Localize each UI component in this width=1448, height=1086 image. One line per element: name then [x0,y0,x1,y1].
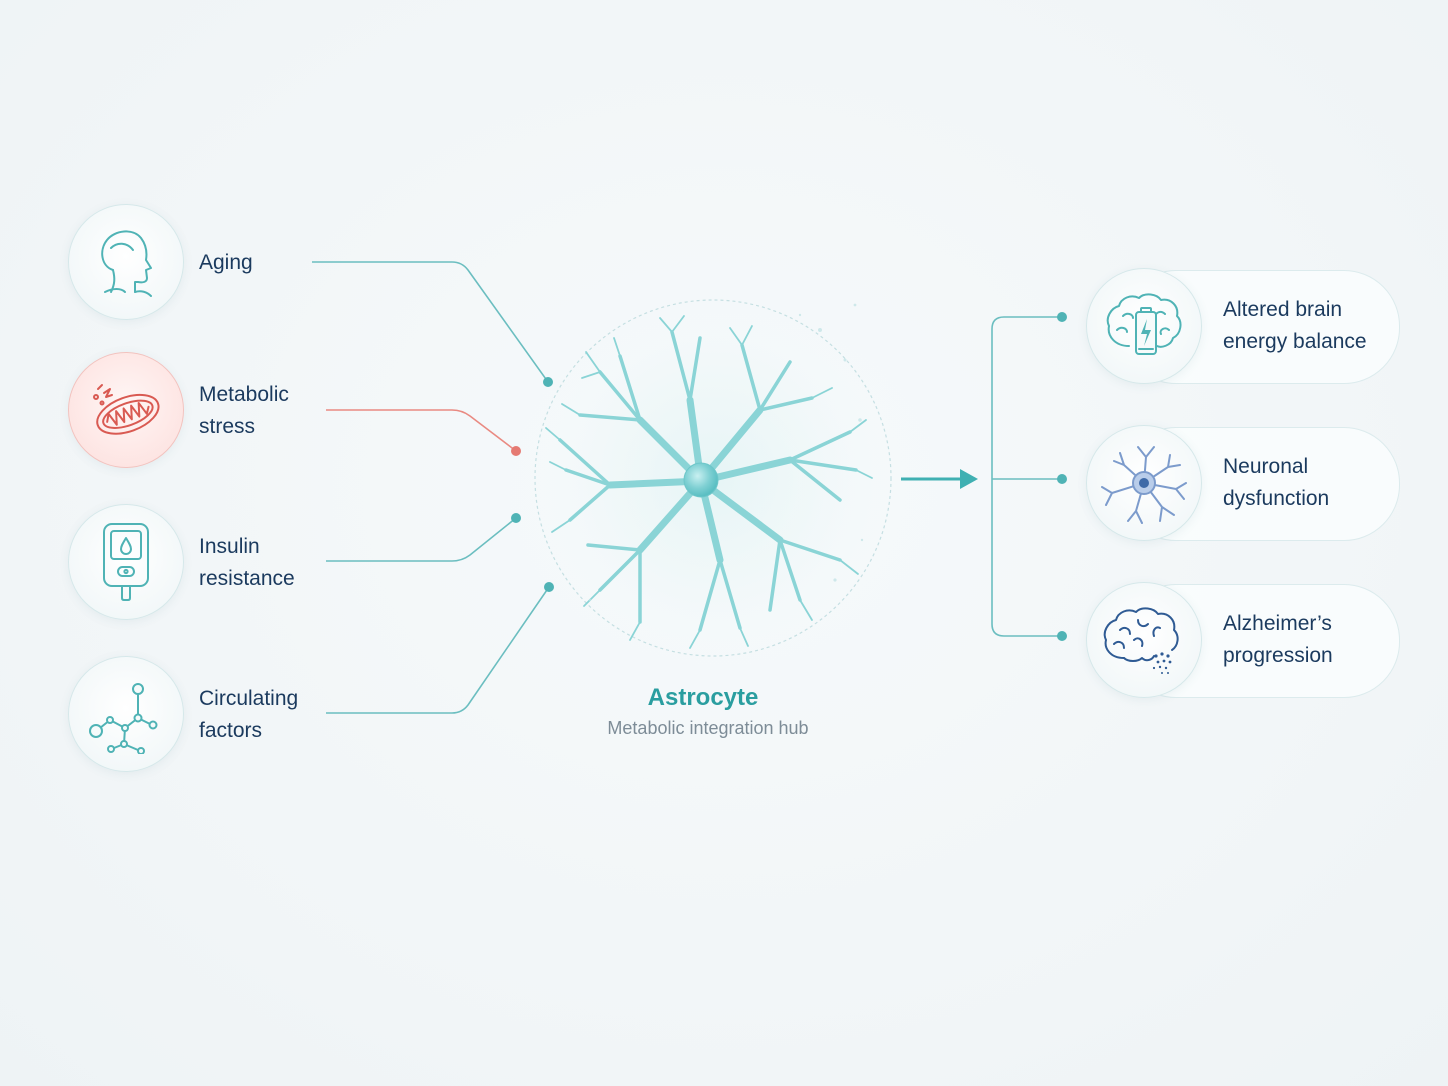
input-label-line1: Insulin [199,535,260,558]
input-label-line1: Circulating [199,687,299,710]
output-label-line1: Alzheimer’s [1223,612,1332,635]
output-label-line2: energy balance [1223,330,1367,353]
output-label: Neuronal dysfunction [1223,451,1393,515]
input-icon-circle [68,504,184,620]
hub-speckles [588,303,864,602]
input-icon-circle [68,352,184,468]
head-profile-icon [101,230,152,297]
input-connector-circulating-factors [326,582,554,714]
output-label-line2: progression [1223,644,1333,667]
molecule-icon [89,683,158,754]
brain-battery-icon [1106,293,1182,355]
input-label-line2: resistance [199,567,295,590]
astrocyte-cell-icon [545,315,873,649]
input-connector-insulin-resistance [326,513,521,562]
input-label: Circulating factors [199,683,329,747]
output-icon-circle [1086,425,1202,541]
input-label-line1: Aging [199,251,253,274]
astrocyte-nucleus [683,462,719,498]
input-label: Insulin resistance [199,531,329,595]
output-label: Altered brain energy balance [1223,294,1393,358]
output-label-line1: Neuronal [1223,455,1309,478]
input-label-line2: factors [199,719,263,742]
output-icon-circle [1086,268,1202,384]
neuron-icon [1101,446,1187,524]
astrocyte-hub [534,299,892,657]
output-item-alzheimers-progression: Alzheimer’s progression [1084,582,1400,698]
output-connector-dots [1057,312,1067,641]
output-label: Alzheimer’s progression [1223,608,1393,672]
input-item-aging: Aging [68,204,328,322]
mitochondria-icon [93,384,160,435]
output-bracket [991,316,1062,637]
input-icon-circle [68,656,184,772]
hub-title: Astrocyte [647,684,759,711]
input-connector-aging [312,261,553,387]
output-item-neuronal-dysfunction: Neuronal dysfunction [1084,425,1400,541]
input-label: Aging [199,247,329,279]
input-label-line1: Metabolic [199,383,289,406]
input-connector-metabolic-stress [326,409,521,456]
input-item-insulin-resistance: Insulin resistance [68,504,328,622]
output-icon-circle [1086,582,1202,698]
output-arrow [901,469,978,489]
input-label: Metabolic stress [199,379,329,443]
input-item-circulating-factors: Circulating factors [68,656,328,774]
output-label-line1: Altered brain [1223,298,1343,321]
hub-subtitle: Metabolic integration hub [607,718,809,738]
input-item-metabolic-stress: Metabolic stress [68,352,328,470]
glucose-meter-icon [103,523,149,601]
output-item-energy-balance: Altered brain energy balance [1084,268,1400,384]
input-label-line2: stress [199,415,256,438]
output-label-line2: dysfunction [1223,487,1330,510]
input-icon-circle [68,204,184,320]
brain-degeneration-icon [1103,607,1179,674]
